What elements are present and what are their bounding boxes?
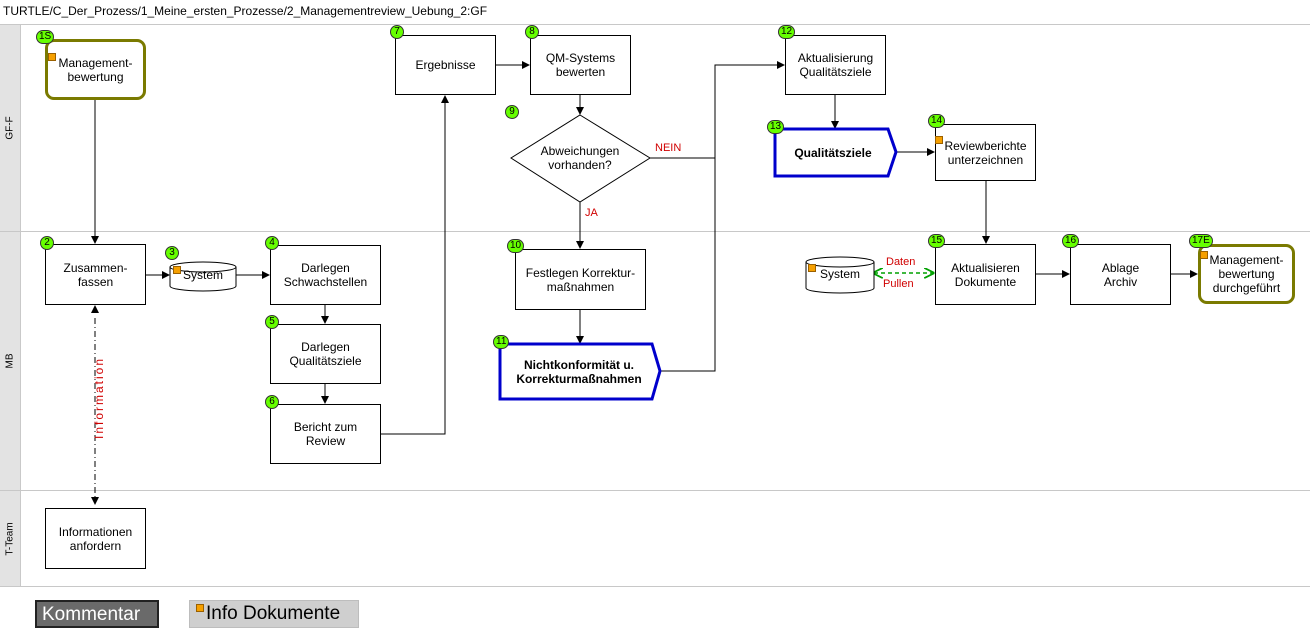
info-document-icon[interactable] <box>1200 251 1208 259</box>
database-shapes <box>169 256 875 294</box>
lane-divider <box>0 586 1310 587</box>
edge-label-pullen: Pullen <box>883 278 914 290</box>
node-label: Darlegen Schwachstellen <box>283 261 368 289</box>
edge-label-information: Information <box>92 356 106 440</box>
document-shape-11 <box>498 342 662 401</box>
node-ablage-archiv[interactable]: Ablage Archiv <box>1070 244 1171 305</box>
step-badge-1s: 1S <box>36 30 55 44</box>
lane-mb[interactable]: MB <box>0 232 21 490</box>
node-system-database-2[interactable]: System <box>808 264 872 284</box>
comment-button[interactable]: Kommentar <box>35 600 159 628</box>
lane-gff[interactable]: GF-F <box>0 25 21 231</box>
document-shape-13 <box>773 127 898 178</box>
node-label: Management- bewertung <box>58 55 133 84</box>
edge-label-nein: NEIN <box>655 142 682 154</box>
step-badge-13: 13 <box>767 120 785 134</box>
step-badge-12: 12 <box>778 25 796 39</box>
node-label: Aktualisierung Qualitätsziele <box>797 51 874 79</box>
info-documents-button[interactable]: Info Dokumente <box>189 600 359 628</box>
node-zusammenfassen[interactable]: Zusammen- fassen <box>45 244 146 305</box>
node-label: System <box>182 268 223 282</box>
step-badge-5: 5 <box>265 315 279 329</box>
node-management-bewertung-start[interactable]: Management- bewertung <box>45 39 146 100</box>
edge-6-7 <box>381 95 449 435</box>
node-qualitaetsziele-document[interactable]: Qualitätsziele <box>777 131 889 174</box>
lane-divider <box>0 231 1310 232</box>
step-badge-16: 16 <box>1062 234 1080 248</box>
node-qm-systems-bewerten[interactable]: QM-Systems bewerten <box>530 35 631 95</box>
step-badge-11: 11 <box>493 335 510 349</box>
node-label: Management- bewertung durchgeführt <box>1209 253 1284 295</box>
node-label: Bericht zum Review <box>293 420 358 448</box>
step-badge-3: 3 <box>165 246 179 260</box>
step-badge-14: 14 <box>928 114 946 128</box>
node-label: Reviewberichte unterzeichnen <box>944 138 1027 167</box>
step-badge-6: 6 <box>265 395 279 409</box>
step-badge-8: 8 <box>525 25 539 39</box>
info-document-icon[interactable] <box>935 136 943 144</box>
node-label: Darlegen Qualitätsziele <box>289 340 362 368</box>
step-badge-17e: 17E <box>1189 234 1213 248</box>
node-label: Festlegen Korrektur- maßnahmen <box>525 265 636 294</box>
node-system-database[interactable]: System <box>172 266 234 284</box>
step-badge-10: 10 <box>507 239 525 253</box>
node-label: QM-Systems bewerten <box>545 51 616 79</box>
node-darlegen-schwachstellen[interactable]: Darlegen Schwachstellen <box>270 245 381 305</box>
step-badge-15: 15 <box>928 234 946 248</box>
node-label: Zusammen- fassen <box>63 260 128 289</box>
edge-11-join <box>660 158 716 372</box>
node-bericht-zum-review[interactable]: Bericht zum Review <box>270 404 381 464</box>
node-label: Ergebnisse <box>415 58 476 72</box>
lane-divider <box>0 490 1310 491</box>
edge-9-12 <box>650 61 785 159</box>
node-label: Informationen anfordern <box>58 524 133 553</box>
step-badge-9: 9 <box>505 105 519 119</box>
node-label: Ablage Archiv <box>1101 260 1140 289</box>
node-nichtkonformitaet-document[interactable]: Nichtkonformität u. Korrekturmaßnahmen <box>503 347 655 396</box>
node-festlegen-korrekturmassnahmen[interactable]: Festlegen Korrektur- maßnahmen <box>515 249 646 310</box>
node-darlegen-qualitaetsziele[interactable]: Darlegen Qualitätsziele <box>270 324 381 384</box>
node-abweichungen-decision[interactable]: Abweichungen vorhanden? <box>525 140 635 176</box>
lane-divider <box>0 24 1310 25</box>
info-document-icon[interactable] <box>48 53 56 61</box>
node-label: Abweichungen vorhanden? <box>540 144 620 172</box>
node-management-bewertung-end[interactable]: Management- bewertung durchgeführt <box>1198 244 1295 304</box>
process-path: TURTLE/C_Der_Prozess/1_Meine_ersten_Proz… <box>3 4 488 18</box>
step-badge-4: 4 <box>265 236 279 250</box>
node-aktualisierung-qualitaetsziele[interactable]: Aktualisierung Qualitätsziele <box>785 35 886 95</box>
info-document-icon[interactable] <box>173 266 181 274</box>
step-badge-2: 2 <box>40 236 54 250</box>
decision-shape <box>510 114 651 203</box>
edge-label-daten: Daten <box>886 256 916 268</box>
lane-tteam[interactable]: T-Team <box>0 491 21 586</box>
node-label: System <box>819 267 860 281</box>
node-label: Nichtkonformität u. Korrekturmaßnahmen <box>516 357 642 386</box>
node-ergebnisse[interactable]: Ergebnisse <box>395 35 496 95</box>
info-document-icon <box>196 604 204 612</box>
node-label: Aktualisieren Dokumente <box>951 260 1020 289</box>
edge-label-ja: JA <box>585 207 598 219</box>
step-badge-7: 7 <box>390 25 404 39</box>
node-aktualisieren-dokumente[interactable]: Aktualisieren Dokumente <box>935 244 1036 305</box>
node-informationen-anfordern[interactable]: Informationen anfordern <box>45 508 146 569</box>
info-documents-label: Info Dokumente <box>206 603 341 624</box>
node-reviewberichte-unterzeichnen[interactable]: Reviewberichte unterzeichnen <box>935 124 1036 181</box>
info-document-icon[interactable] <box>808 264 816 272</box>
node-label: Qualitätsziele <box>794 145 872 160</box>
